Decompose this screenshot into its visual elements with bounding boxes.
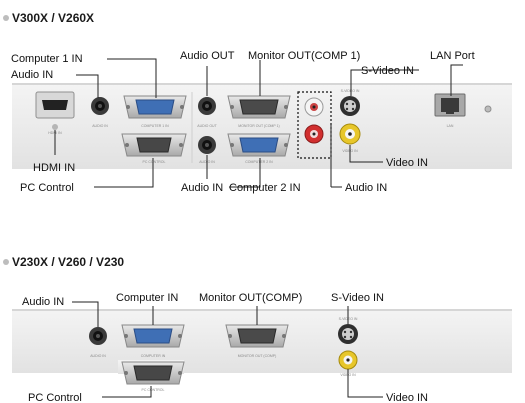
- label-pc-control: PC Control: [20, 182, 74, 194]
- section-v230x-v260-v230: V230X / V260 / V230 AUDIO IN COMPUTER IN…: [3, 255, 512, 403]
- section-title: V230X / V260 / V230: [12, 255, 124, 269]
- label-computer1-in: Computer 1 IN: [11, 53, 83, 65]
- svg-text:PC CONTROL: PC CONTROL: [143, 160, 166, 164]
- label-lan-port: LAN Port: [430, 50, 475, 62]
- label-audio-in-mid: Audio IN: [181, 182, 223, 194]
- svideo-in-port: S-VIDEO IN: [340, 89, 360, 116]
- label-video-in: Video IN: [386, 157, 428, 169]
- svg-text:COMPUTER IN: COMPUTER IN: [141, 354, 166, 358]
- pc-control-port: PC CONTROL: [121, 133, 187, 164]
- svg-text:PC CONTROL: PC CONTROL: [142, 388, 165, 392]
- computer2-in-port: COMPUTER 2 IN: [227, 133, 291, 164]
- audio-in-jack-left: AUDIO IN: [91, 97, 109, 128]
- label-monitor-out: Monitor OUT(COMP): [199, 292, 302, 304]
- svg-text:S-VIDEO IN: S-VIDEO IN: [341, 89, 360, 93]
- label-svideo-in: S-Video IN: [331, 292, 384, 304]
- label-computer-in: Computer IN: [116, 292, 178, 304]
- svg-text:COMPUTER 2 IN: COMPUTER 2 IN: [245, 160, 273, 164]
- svg-text:COMPUTER 1 IN: COMPUTER 1 IN: [141, 124, 169, 128]
- label-pc-control: PC Control: [28, 392, 82, 403]
- label-audio-in-left: Audio IN: [11, 69, 53, 81]
- svg-text:LAN: LAN: [447, 124, 454, 128]
- hdmi-port: HDMI IN: [35, 91, 75, 135]
- computer-in-port: COMPUTER IN: [121, 324, 185, 358]
- audio-in-rca-red: [304, 124, 324, 144]
- svg-text:MONITOR OUT (COMP): MONITOR OUT (COMP): [238, 354, 277, 358]
- label-monitor-out: Monitor OUT(COMP 1): [248, 50, 360, 62]
- label-computer2-in: Computer 2 IN: [229, 182, 301, 194]
- label-hdmi-in: HDMI IN: [33, 162, 75, 174]
- audio-in-rca-white: [304, 97, 324, 117]
- section-v300x-v260x: V300X / V260X HDMI IN AUDIO IN COMPUTER …: [3, 11, 512, 194]
- audio-in-jack: AUDIO IN: [89, 327, 107, 358]
- label-audio-in-right: Audio IN: [345, 182, 387, 194]
- label-audio-in: Audio IN: [22, 296, 64, 308]
- svg-text:AUDIO IN: AUDIO IN: [92, 124, 108, 128]
- label-svideo-in: S-Video IN: [361, 65, 414, 77]
- section-bullet-icon: [3, 15, 9, 21]
- monitor-out-port: MONITOR OUT (COMP): [225, 324, 289, 358]
- hdmi-icon: [42, 100, 68, 110]
- pc-control-port: PC CONTROL: [118, 360, 185, 392]
- svg-text:AUDIO IN: AUDIO IN: [90, 354, 106, 358]
- leader-lines: [54, 58, 463, 188]
- svg-text:MONITOR OUT (COMP 1): MONITOR OUT (COMP 1): [238, 124, 279, 128]
- svg-text:AUDIO OUT: AUDIO OUT: [197, 124, 217, 128]
- label-audio-out: Audio OUT: [180, 50, 235, 62]
- computer1-in-port: COMPUTER 1 IN: [123, 95, 187, 128]
- leader-lines: [72, 301, 383, 398]
- section-bullet-icon: [3, 259, 9, 265]
- monitor-out-port: MONITOR OUT (COMP 1): [227, 95, 291, 128]
- lan-port: LAN: [434, 93, 492, 128]
- label-video-in: Video IN: [386, 392, 428, 403]
- audio-out-jack: AUDIO OUT: [197, 97, 218, 128]
- section-title: V300X / V260X: [12, 11, 94, 25]
